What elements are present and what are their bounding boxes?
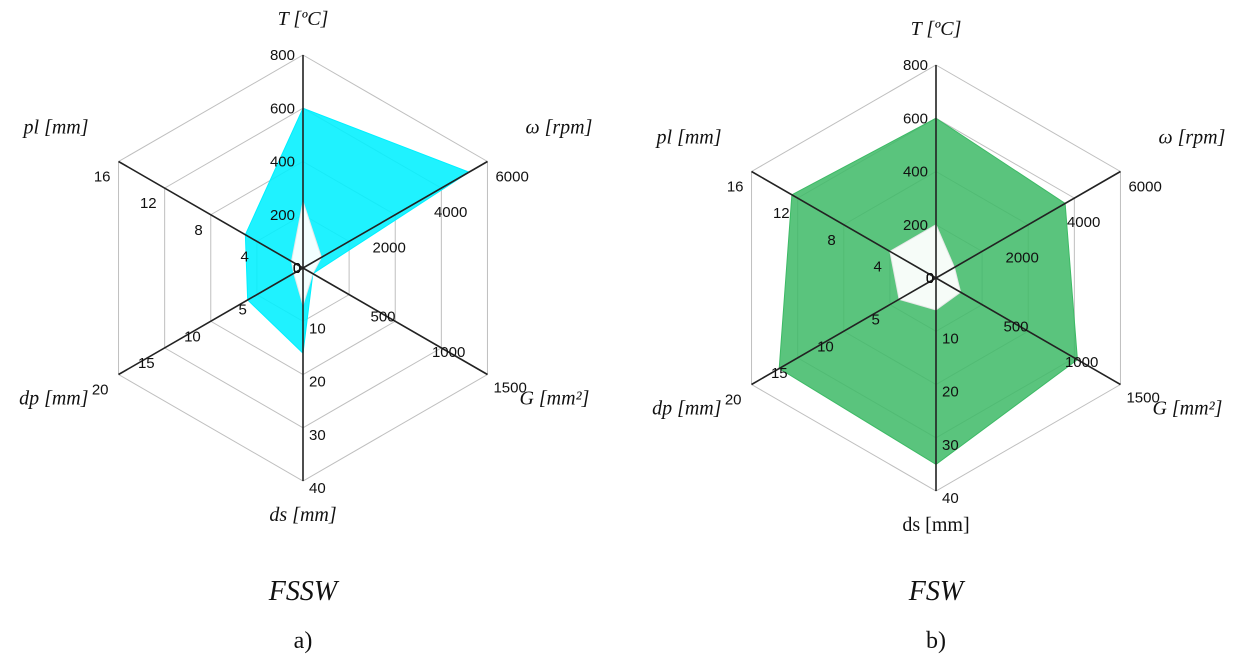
axis-label: pl [mm]	[655, 127, 722, 149]
tick-label: 200	[270, 207, 295, 224]
tick-label: 1500	[1126, 390, 1159, 407]
tick-label: 5	[239, 302, 247, 319]
tick-label: 0	[293, 260, 301, 277]
tick-label: 4	[241, 248, 249, 265]
tick-label: 0	[293, 260, 301, 277]
tick-label: 30	[942, 437, 959, 454]
tick-label: 0	[926, 270, 934, 287]
tick-label: 0	[293, 260, 301, 277]
tick-label: 6000	[495, 169, 528, 186]
tick-label: 16	[94, 169, 111, 186]
tick-label: 500	[370, 309, 395, 326]
tick-label: 10	[942, 330, 959, 347]
tick-label: 400	[270, 154, 295, 171]
axis-label: G [mm²]	[519, 388, 589, 410]
tick-label: 16	[727, 179, 744, 196]
tick-label: 12	[140, 195, 157, 212]
tick-label: 5	[872, 312, 880, 329]
tick-label: 15	[138, 355, 155, 372]
tick-label: 500	[1003, 319, 1028, 336]
tick-label: 0	[926, 270, 934, 287]
tick-label: 10	[817, 338, 834, 355]
tick-label: 0	[293, 260, 301, 277]
axis-spoke	[935, 277, 1121, 386]
tick-label: 40	[309, 480, 326, 497]
tick-label: 30	[309, 427, 326, 444]
axis-label: ds [mm]	[269, 504, 336, 526]
axis-label: dp [mm]	[19, 388, 88, 410]
tick-label: 10	[309, 320, 326, 337]
axis-spoke	[118, 267, 304, 376]
tick-label: 6000	[1128, 179, 1161, 196]
tick-label: 4000	[434, 204, 467, 221]
tick-label: 0	[926, 270, 934, 287]
axis-label: T [ºC]	[278, 8, 329, 30]
tick-label: 0	[293, 260, 301, 277]
tick-label: 8	[827, 232, 835, 249]
tick-label: 1000	[432, 344, 465, 361]
tick-label: 1000	[1065, 354, 1098, 371]
tick-label: 0	[926, 270, 934, 287]
tick-label: 40	[942, 490, 959, 507]
tick-label: 0	[926, 270, 934, 287]
axis-spoke	[118, 160, 304, 269]
axis-spoke	[935, 170, 1121, 279]
series-area	[244, 107, 471, 355]
tick-label: 8	[194, 222, 202, 239]
tick-label: 10	[184, 328, 201, 345]
tick-label: 400	[903, 164, 928, 181]
tick-label: 20	[942, 384, 959, 401]
tick-label: 200	[903, 217, 928, 234]
axis-label: T [ºC]	[911, 18, 962, 40]
tick-label: 1500	[493, 380, 526, 397]
tick-label: 12	[773, 205, 790, 222]
tick-label: 0	[293, 260, 301, 277]
tick-label: 800	[903, 57, 928, 74]
axis-label: pl [mm]	[22, 117, 89, 139]
axis-spoke	[751, 170, 937, 279]
axis-spoke	[302, 267, 488, 376]
axis-spoke	[751, 277, 937, 386]
tick-label: 2000	[372, 240, 405, 257]
tick-label: 20	[725, 392, 742, 409]
chart-title: FSW	[908, 576, 966, 607]
tick-label: 600	[903, 110, 928, 127]
tick-label: 2000	[1005, 250, 1038, 267]
tick-label: 15	[771, 365, 788, 382]
axis-label: dp [mm]	[652, 398, 721, 420]
axis-label: G [mm²]	[1152, 398, 1222, 420]
tick-label: 4	[874, 258, 882, 275]
panel-label: a)	[294, 628, 313, 654]
axis-label: ds [mm]	[902, 514, 969, 536]
tick-label: 600	[270, 100, 295, 117]
tick-label: 20	[92, 382, 109, 399]
chart-title: FSSW	[268, 576, 340, 607]
tick-label: 0	[926, 270, 934, 287]
axis-spoke	[302, 160, 488, 269]
tick-label: 20	[309, 374, 326, 391]
axis-label: ω [rpm]	[1158, 127, 1225, 149]
tick-label: 4000	[1067, 214, 1100, 231]
tick-label: 800	[270, 47, 295, 64]
panel-label: b)	[926, 628, 946, 654]
axis-label: ω [rpm]	[525, 117, 592, 139]
